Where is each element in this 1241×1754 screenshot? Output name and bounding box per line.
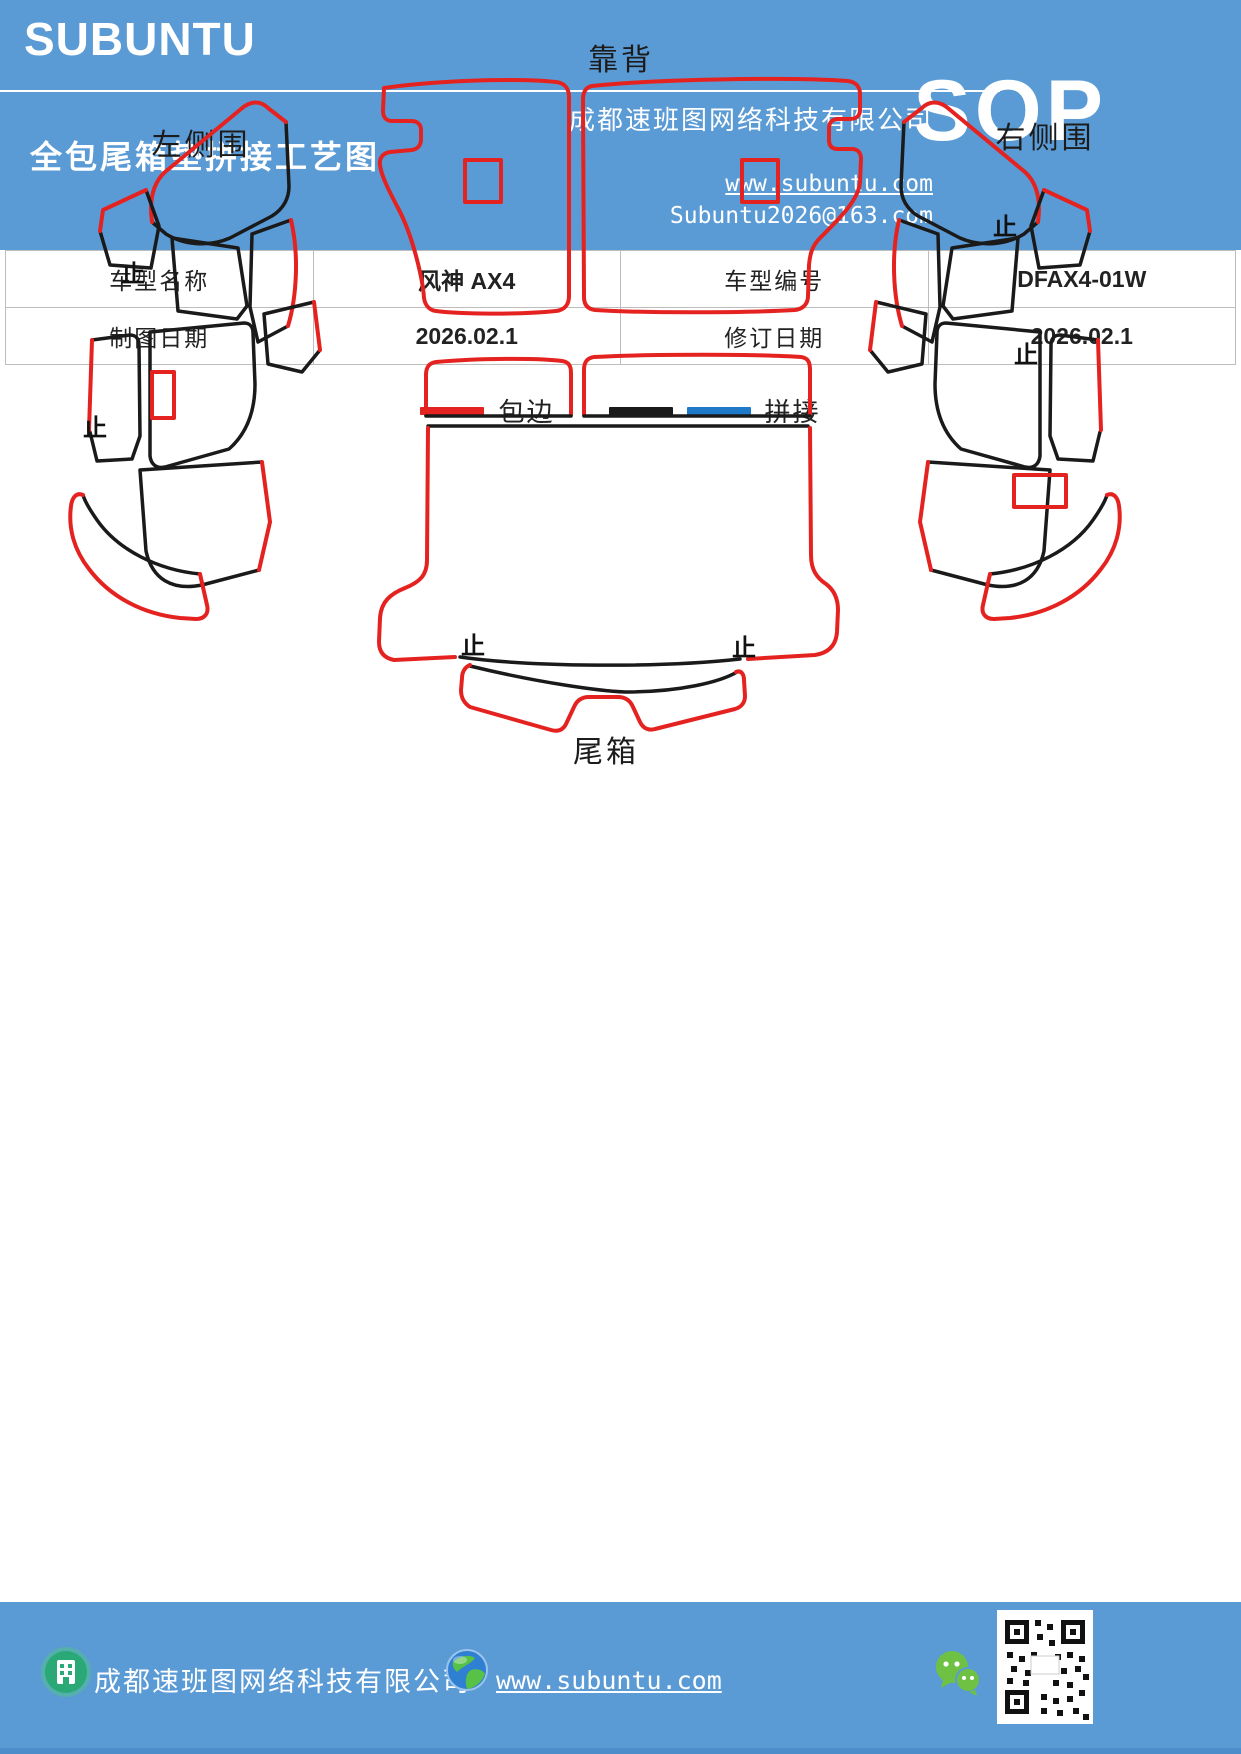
- vehicle-info-table: 车型名称 风神 AX4 车型编号 DFAX4-01W 制图日期 2026.02.…: [5, 250, 1236, 365]
- trunk-label: 尾箱: [573, 736, 639, 769]
- stop-marker: 止: [1014, 342, 1038, 369]
- stop-marker: 止: [121, 261, 145, 288]
- revise-date-value: 2026.02.1: [927, 307, 1236, 365]
- backrest-left-hole: [463, 158, 503, 204]
- strip-left-edge: [424, 356, 573, 417]
- header-divider: [0, 90, 1000, 92]
- model-code-label: 车型编号: [620, 250, 929, 308]
- backrest-right-piece: [581, 76, 863, 315]
- left-cluster-slot: [150, 370, 176, 420]
- binding-legend-label: 包边: [498, 398, 555, 427]
- binding-color-swatch: [420, 406, 485, 415]
- backrest-left-piece: [377, 78, 571, 316]
- email-address: Subuntu2026@163.com: [669, 203, 933, 229]
- strip-right-edge: [582, 352, 812, 417]
- main-mat-right-edge: [746, 426, 840, 661]
- qr-code: [997, 1610, 1093, 1724]
- left-side-label: 左侧围: [152, 129, 251, 162]
- header-band: SUBUNTU 全包尾箱垫拼接工艺图 成都速班图网络科技有限公司 www.sub…: [0, 0, 1241, 250]
- legend: 包边 拼接: [0, 392, 1241, 429]
- right-side-cluster: [868, 100, 1122, 621]
- main-mat-bottom-seam: [458, 655, 742, 667]
- wechat-icon: [936, 1651, 981, 1696]
- seam-blue-swatch: [686, 406, 751, 415]
- building-icon: [41, 1647, 91, 1697]
- bumper-strip-top-seam: [468, 664, 739, 694]
- website-link[interactable]: www.subuntu.com: [725, 171, 933, 197]
- draw-date-value: 2026.02.1: [312, 307, 621, 365]
- globe-icon: [446, 1649, 488, 1691]
- left-side-cluster: [68, 100, 322, 621]
- stop-marker: 止: [732, 635, 756, 662]
- footer-company-name: 成都速班图网络科技有限公司: [94, 1667, 471, 1697]
- right-side-label: 右侧围: [996, 122, 1095, 155]
- sop-watermark: SOP: [913, 63, 1107, 159]
- table-row: 制图日期 2026.02.1 修订日期 2026.02.1: [5, 307, 1236, 365]
- footer-bottom-edge: [0, 1748, 1241, 1754]
- stop-marker: 止: [83, 415, 107, 442]
- backrest-right-hole: [740, 158, 780, 204]
- company-name: 成都速班图网络科技有限公司: [568, 106, 933, 135]
- header-contact-block: 成都速班图网络科技有限公司 www.subuntu.com Subuntu202…: [569, 100, 933, 229]
- main-mat-left-edge: [377, 426, 457, 662]
- stop-marker: 止: [461, 633, 485, 660]
- brand-logo: SUBUNTU: [24, 13, 256, 65]
- footer-website-link[interactable]: www.subuntu.com: [496, 1666, 722, 1695]
- pattern-diagram: 靠背 左侧围 右侧围 尾箱 止 止 止 止 止 止: [68, 44, 1122, 769]
- page-title: 全包尾箱垫拼接工艺图: [30, 139, 381, 175]
- backrest-label: 靠背: [588, 44, 654, 77]
- seam-black-swatch: [608, 406, 673, 415]
- bumper-strip-edge: [459, 663, 747, 733]
- stop-marker: 止: [993, 214, 1017, 241]
- right-cluster-slot: [1012, 473, 1068, 509]
- model-name-label: 车型名称: [5, 250, 314, 308]
